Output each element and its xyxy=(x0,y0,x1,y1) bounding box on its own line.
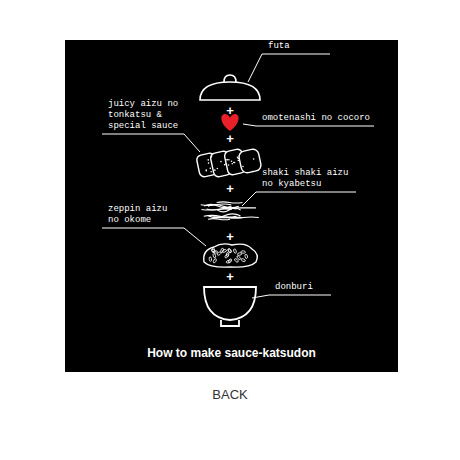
rice-grain xyxy=(245,254,248,259)
crumb-dot xyxy=(237,158,239,160)
crumb-dot xyxy=(209,168,211,170)
crumb-dot xyxy=(220,161,222,163)
crumb-dot xyxy=(210,171,212,173)
rice-grain xyxy=(224,253,229,258)
crumb-dot xyxy=(217,168,219,170)
cabbage-shred xyxy=(201,204,231,206)
leader-line xyxy=(243,124,374,126)
lid-drawing xyxy=(200,75,260,100)
callout-label: juicy aizu no tonkatsu & special sauce xyxy=(108,99,182,132)
plus-sign: + xyxy=(226,230,234,243)
rice-grain xyxy=(220,248,224,253)
cabbage-drawing xyxy=(201,202,259,220)
plus-sign: + xyxy=(226,182,234,195)
caption: BACK xyxy=(0,387,460,402)
rice-grain xyxy=(211,249,216,253)
rice-grain xyxy=(237,252,242,255)
tonkatsu-drawing xyxy=(196,148,262,177)
crumb-dot xyxy=(252,171,254,173)
crumb-dot xyxy=(227,159,229,161)
crumb-dot xyxy=(231,163,233,165)
rice-grain xyxy=(236,255,241,260)
crumb-dot xyxy=(211,156,213,158)
rice-grain xyxy=(213,258,217,263)
leader-line xyxy=(252,295,331,298)
cabbage-shred xyxy=(218,208,241,212)
leader-line xyxy=(102,134,200,152)
rice-grain xyxy=(209,257,212,262)
rice-grain xyxy=(241,258,246,262)
callout-label: futa xyxy=(268,41,290,52)
crumb-dot xyxy=(214,169,216,171)
leader-line xyxy=(102,228,206,246)
crumb-dot xyxy=(234,162,236,164)
plus-sign: + xyxy=(226,104,234,117)
leader-line xyxy=(242,192,356,206)
plus-sign: + xyxy=(226,132,234,145)
rice-grain xyxy=(213,253,216,258)
black-panel xyxy=(65,40,398,372)
plus-sign: + xyxy=(226,270,234,283)
cabbage-shred xyxy=(204,215,237,217)
rice-grain xyxy=(226,260,231,264)
rice-drawing xyxy=(204,244,258,267)
crumb-dot xyxy=(208,162,210,164)
crumb-dot xyxy=(237,160,239,162)
leader-line xyxy=(248,54,330,82)
diagram-title: How to make sauce-katsudon xyxy=(65,346,398,360)
crumb-dot xyxy=(233,162,235,164)
crumb-dot xyxy=(207,159,209,161)
crumb-dot xyxy=(242,166,244,168)
cabbage-shred xyxy=(208,219,230,220)
heart-icon xyxy=(221,114,238,131)
callout-label: omotenashi no cocoro xyxy=(262,113,370,124)
bowl-drawing xyxy=(204,287,256,326)
rice-texture xyxy=(209,248,248,264)
crumb-dot xyxy=(206,170,208,172)
crumb-dot xyxy=(224,164,226,166)
tonkatsu-texture xyxy=(205,156,254,173)
crumb-dot xyxy=(205,169,207,171)
callout-label: zeppin aizu no okome xyxy=(108,204,182,226)
crumb-dot xyxy=(228,164,230,166)
rice-grain xyxy=(233,249,237,254)
cabbage-shred xyxy=(217,202,243,203)
callout-label: donburi xyxy=(275,282,313,293)
callout-label: shaki shaki aizu no kyabetsu xyxy=(262,168,352,190)
crumb-dot xyxy=(231,160,233,162)
crumb-dot xyxy=(228,159,230,161)
crumb-dot xyxy=(253,158,255,160)
